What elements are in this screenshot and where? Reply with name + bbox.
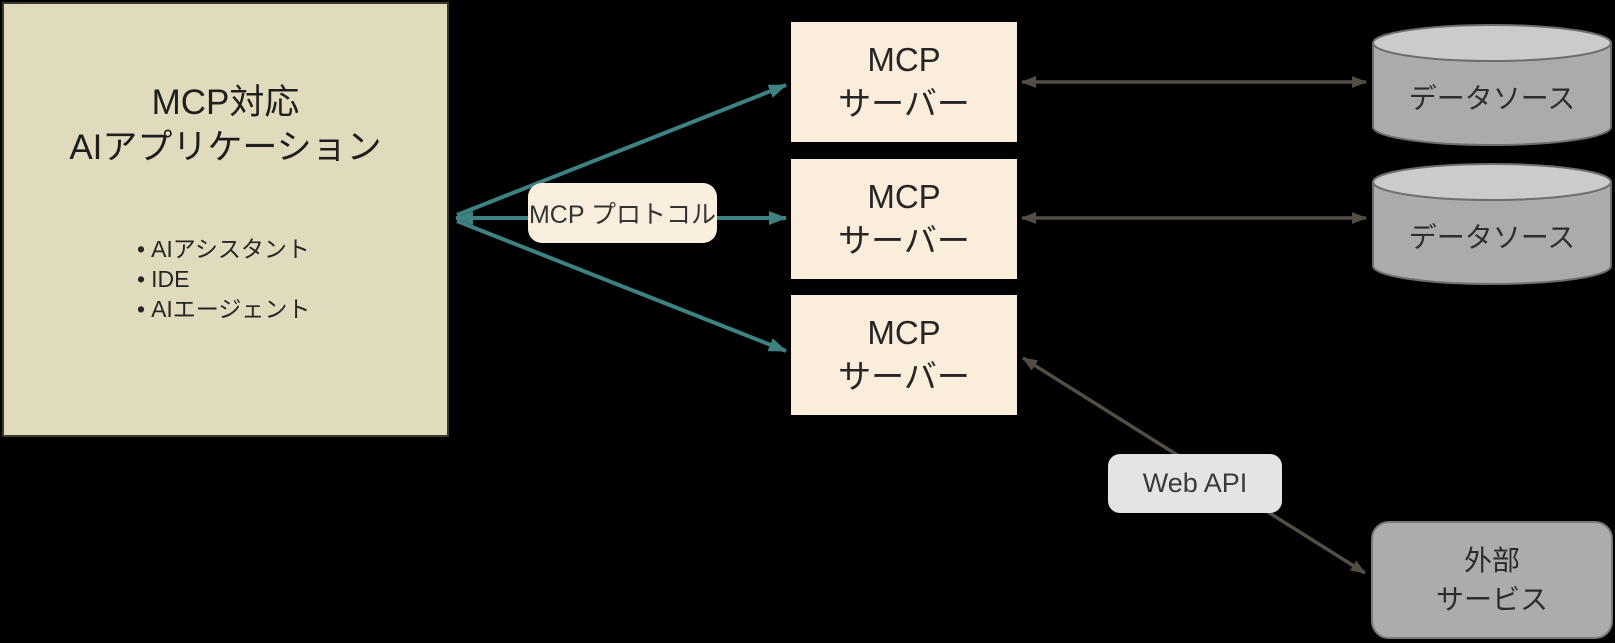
bullet-text: AIアシスタント [151,236,310,262]
database-cylinder-shape [1372,163,1612,285]
ai-application-title-line2: AIアプリケーション [69,128,382,167]
mcp-server-label-line1: MCP [867,314,941,351]
web-api-label: Web API [1108,454,1282,513]
external-service-line2: サービス [1435,584,1548,615]
ai-application-bullet-list: •AIアシスタント •IDE •AIエージェント [137,234,447,324]
mcp-protocol-label: MCP プロトコル [528,183,717,243]
bullet-item-ide: •IDE [137,264,447,294]
datasource-label: データソース [1408,222,1576,253]
ai-application-title-line1: MCP対応 [151,83,300,122]
mcp-server-label-line2: サーバー [838,358,970,395]
bullet-glyph: • [137,266,146,292]
mcp-server-label-line2: サーバー [838,222,970,259]
mcp-server-label-line1: MCP [867,178,941,215]
external-service-line1: 外部 [1463,545,1520,576]
bullet-glyph: • [137,236,146,262]
mcp-server-label-line1: MCP [867,41,941,78]
datasource-label: データソース [1408,83,1576,114]
mcp-server-label-line2: サーバー [838,85,970,122]
protocol-arrow-bottom [456,219,787,353]
ai-application-title: MCP対応 AIアプリケーション [4,80,447,170]
mcp-server-box-2: MCP サーバー [791,159,1017,279]
datasource-cylinder-1: データソース [1370,23,1614,147]
bullet-text: AIエージェント [151,296,311,322]
bullet-item-ai-agent: •AIエージェント [137,294,447,324]
mcp-server-box-1: MCP サーバー [791,22,1017,142]
bullet-item-ai-assistant: •AIアシスタント [137,234,447,264]
bullet-glyph: • [137,296,146,322]
datasource-cylinder-2: データソース [1370,162,1614,286]
mcp-server-box-3: MCP サーバー [791,295,1017,415]
protocol-arrow-top [456,83,787,217]
bullet-text: IDE [151,266,190,292]
database-cylinder-shape [1372,24,1612,146]
external-service-box: 外部 サービス [1371,521,1613,639]
ai-application-box: MCP対応 AIアプリケーション •AIアシスタント •IDE •AIエージェン… [2,2,449,437]
